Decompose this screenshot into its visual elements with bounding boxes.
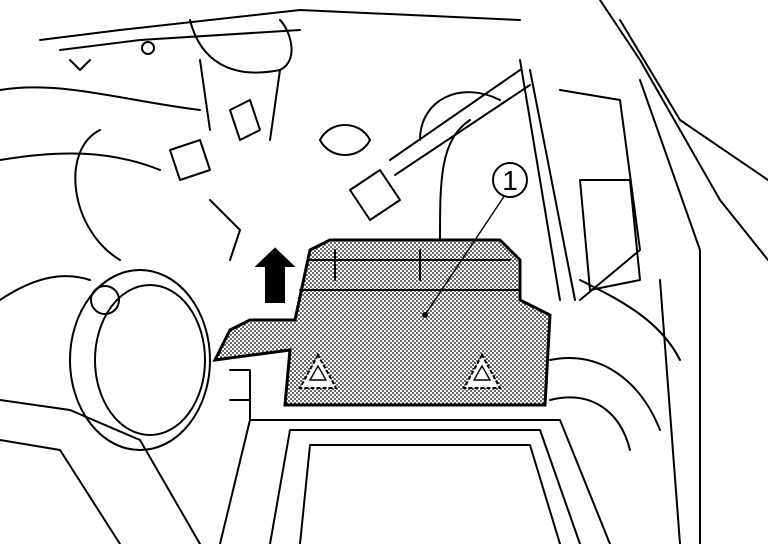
warning-triangle-right [462,352,502,389]
cover-part [212,238,552,407]
callout-1: 1 [424,162,528,316]
arrow-up-icon [249,244,301,305]
warning-triangle-left [298,352,338,389]
callout-label: 1 [502,165,518,196]
